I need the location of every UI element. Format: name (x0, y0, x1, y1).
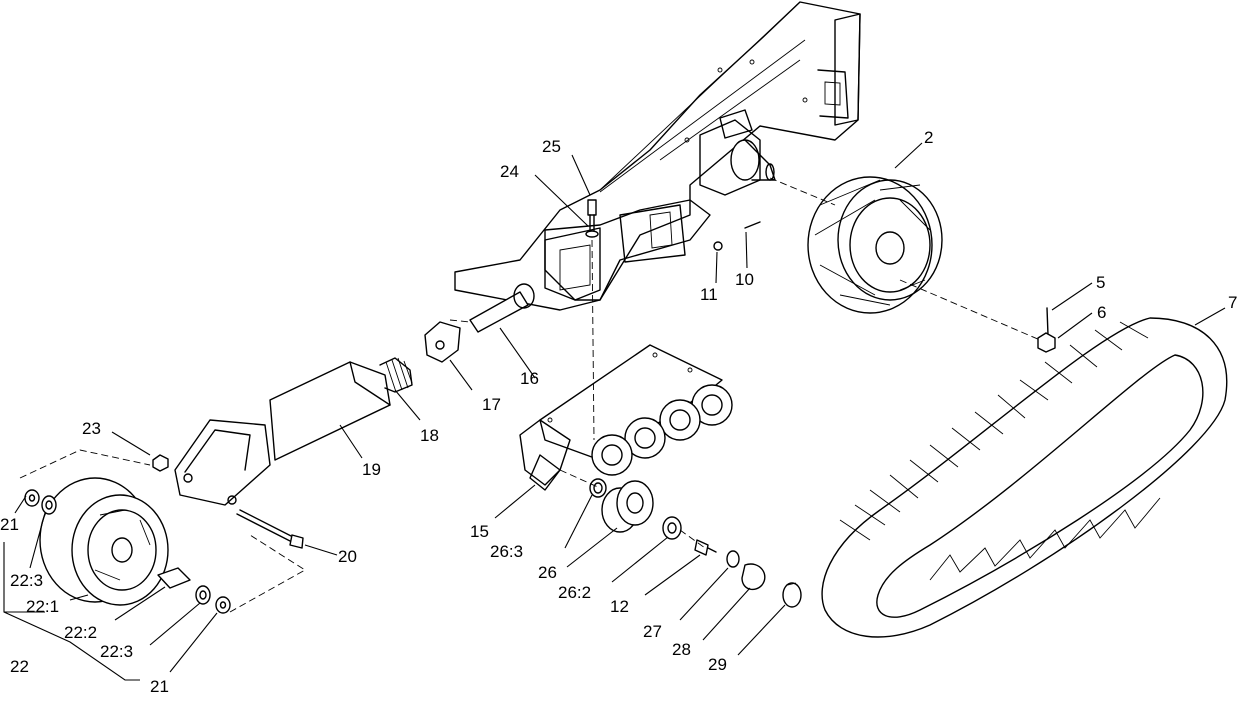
callout-7: 7 (1228, 293, 1237, 312)
callout-2: 2 (924, 128, 933, 147)
leader-lines (3, 142, 1226, 681)
callout-21-left: 21 (0, 515, 19, 534)
callout-20: 20 (338, 547, 357, 566)
roller-frame (519, 344, 733, 491)
adjuster-parts (424, 283, 535, 363)
callout-26-3: 26:3 (490, 542, 523, 561)
drive-wheel (807, 176, 943, 314)
callout-27: 27 (643, 622, 662, 641)
small-hardware (24, 199, 1056, 614)
callout-10: 10 (735, 270, 754, 289)
callout-16: 16 (520, 369, 539, 388)
callout-22-1: 22:1 (26, 597, 59, 616)
callout-24: 24 (500, 162, 519, 181)
rubber-track (821, 317, 1228, 638)
callout-11: 11 (700, 285, 718, 304)
callout-18: 18 (420, 426, 439, 445)
callout-6: 6 (1097, 303, 1106, 322)
callout-25: 25 (542, 137, 561, 156)
callout-22-3-bottom: 22:3 (100, 642, 133, 661)
callout-12: 12 (610, 597, 629, 616)
callout-23: 23 (82, 419, 101, 438)
callout-28: 28 (672, 640, 691, 659)
callout-17: 17 (482, 395, 501, 414)
idler-wheel (39, 477, 169, 606)
callout-labels: 2 5 6 7 10 11 12 15 16 17 18 19 20 21 21… (0, 128, 1237, 696)
callout-26: 26 (538, 563, 557, 582)
assembly-lines (19, 177, 1041, 613)
callout-15: 15 (470, 522, 489, 541)
idler-arm (174, 357, 413, 506)
callout-19: 19 (362, 460, 381, 479)
callout-26-2: 26:2 (558, 583, 591, 602)
callout-22-3-top: 22:3 (10, 571, 43, 590)
main-frame (454, 1, 861, 311)
callout-29: 29 (708, 655, 727, 674)
callout-22: 22 (10, 657, 29, 676)
callout-22-2: 22:2 (64, 623, 97, 642)
callout-5: 5 (1096, 273, 1105, 292)
callout-21-bottom: 21 (150, 677, 169, 696)
